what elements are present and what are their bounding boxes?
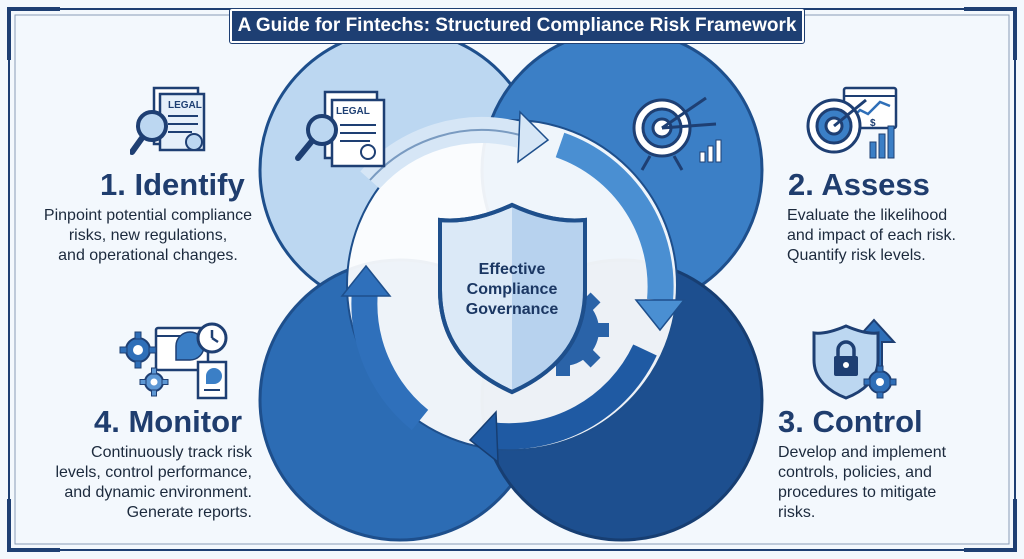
step-title-identify: 1. Identify — [100, 167, 245, 202]
arrow-monitor-to-identify — [351, 288, 429, 431]
desc-line: procedures to mitigate — [778, 484, 937, 501]
step-title-monitor: 4. Monitor — [94, 404, 243, 439]
arrowhead-3 — [468, 410, 499, 464]
page-title: A Guide for Fintechs: Structured Complia… — [230, 9, 804, 43]
step-desc-control: Develop and implement controls, policies… — [778, 443, 946, 523]
desc-line: Quantify risk levels. — [787, 247, 926, 264]
desc-line: levels, control performance, — [55, 464, 252, 481]
desc-line: risks. — [778, 504, 816, 521]
arrowhead-4 — [340, 264, 392, 297]
desc-line: Evaluate the likelihood — [787, 207, 948, 224]
target-chart-icon: $ — [806, 86, 898, 159]
shield-lock-gear-icon — [812, 318, 897, 400]
legal-document-magnifier-icon: LEGAL — [130, 86, 206, 155]
gears-dashboard-clock-icon — [119, 322, 228, 400]
desc-line: and impact of each risk. — [787, 227, 956, 244]
desc-line: Generate reports. — [126, 504, 252, 521]
desc-line: Continuously track risk — [91, 444, 252, 461]
dollar-sign-label: $ — [870, 118, 876, 129]
step-title-assess: 2. Assess — [788, 167, 930, 202]
step-desc-assess: Evaluate the likelihood and impact of ea… — [787, 206, 956, 266]
assess-circle-target-icon — [632, 96, 722, 171]
desc-line: Pinpoint potential compliance — [43, 207, 253, 224]
center-label-line: Governance — [465, 301, 559, 318]
center-label-line: Effective — [478, 261, 546, 278]
arrow-assess-to-control — [555, 132, 674, 302]
step-title-control: 3. Control — [778, 404, 923, 439]
desc-line: Develop and implement — [778, 444, 947, 461]
desc-line: risks, new regulations, — [68, 227, 228, 244]
desc-line: and operational changes. — [58, 247, 238, 264]
desc-line: controls, policies, and — [778, 464, 932, 481]
identify-circle-legal-label: LEGAL — [336, 106, 370, 117]
legal-icon-label: LEGAL — [168, 100, 202, 111]
arrowhead-1 — [517, 110, 550, 164]
step-desc-monitor: Continuously track risk levels, control … — [40, 443, 252, 523]
step-desc-identify: Pinpoint potential compliance risks, new… — [38, 206, 258, 266]
shield-gear-icon — [438, 202, 609, 395]
identify-circle-legal-icon — [295, 90, 386, 168]
center-label: Effective Compliance Governance — [432, 260, 592, 320]
center-label-line: Compliance — [466, 281, 558, 298]
arrowhead-2 — [634, 299, 686, 332]
desc-line: and dynamic environment. — [64, 484, 252, 501]
arrow-control-to-monitor — [488, 344, 657, 450]
